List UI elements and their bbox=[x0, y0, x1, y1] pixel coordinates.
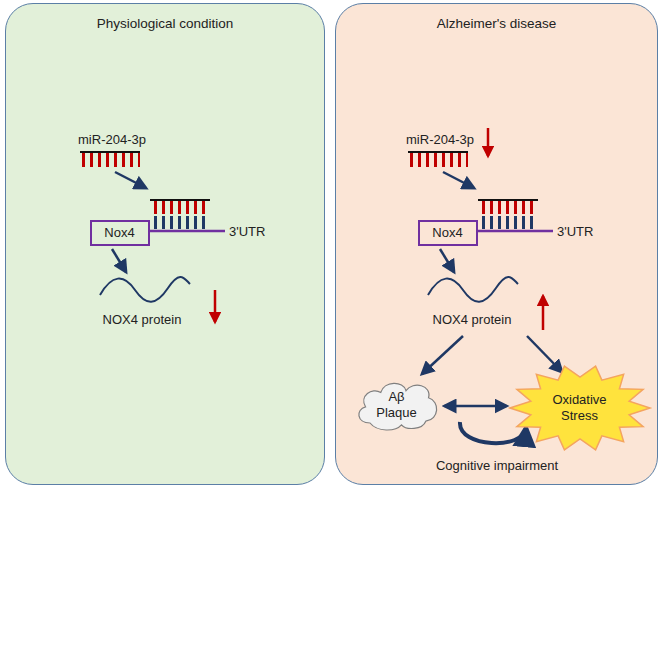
text-label: miR-204-3p bbox=[78, 132, 146, 148]
svg-rect bbox=[82, 153, 140, 167]
double-arrow bbox=[445, 405, 507, 408]
text-label: NOX4 protein bbox=[433, 312, 512, 328]
svg-line bbox=[422, 336, 463, 374]
svg-rect bbox=[152, 216, 210, 229]
svg-rect bbox=[152, 201, 210, 214]
node-text: Nox4 bbox=[104, 225, 134, 241]
text-label: miR-204-3p bbox=[406, 132, 474, 148]
node-text: Nox4 bbox=[432, 225, 462, 241]
svg-line bbox=[408, 151, 468, 153]
stress-star: Oxidative Stress bbox=[510, 365, 650, 451]
condition-panel: Alzheimer's diseaseNox4 Aβ Plaque Oxidativ… bbox=[335, 3, 658, 485]
node-text: Aβ Plaque bbox=[372, 389, 422, 420]
svg-path bbox=[100, 277, 190, 302]
svg-line bbox=[112, 249, 126, 272]
plaque-cloud: Aβ Plaque bbox=[352, 378, 442, 432]
panel-title: Physiological condition bbox=[6, 4, 324, 31]
text-label: 3'UTR bbox=[557, 224, 593, 240]
svg-line bbox=[115, 172, 146, 188]
text-label: NOX4 protein bbox=[103, 312, 182, 328]
svg-line bbox=[527, 336, 562, 372]
svg-line bbox=[440, 249, 454, 272]
svg-rect bbox=[480, 201, 538, 214]
svg-line bbox=[150, 230, 225, 233]
svg-line bbox=[487, 128, 490, 156]
star-polygon bbox=[510, 366, 650, 450]
svg-path bbox=[428, 277, 518, 302]
panel-title: Alzheimer's disease bbox=[336, 4, 657, 31]
cloud-path bbox=[358, 383, 436, 430]
text-label: 3'UTR bbox=[229, 224, 265, 240]
svg-line bbox=[542, 296, 545, 330]
condition-panel: Physiological conditionNox4 bbox=[5, 3, 325, 485]
svg-rect bbox=[480, 216, 538, 229]
gene-box: Nox4 bbox=[90, 220, 150, 246]
svg-line bbox=[443, 172, 474, 188]
node-text: Oxidative Stress bbox=[548, 392, 612, 423]
svg-line bbox=[478, 199, 538, 201]
svg-rect bbox=[410, 153, 468, 167]
text-label: Cognitive impairment bbox=[436, 458, 558, 474]
svg-line bbox=[80, 151, 140, 153]
svg-line bbox=[214, 290, 217, 322]
svg-path bbox=[460, 422, 526, 443]
svg-line bbox=[150, 199, 210, 201]
svg-line bbox=[478, 230, 553, 233]
gene-box: Nox4 bbox=[418, 220, 478, 246]
